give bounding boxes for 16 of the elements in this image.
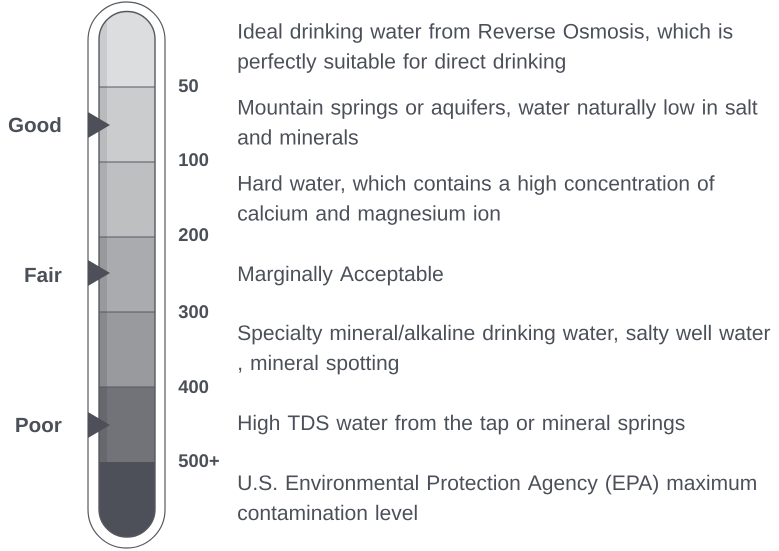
- level-label: Poor: [16, 418, 62, 432]
- description-text: Marginally Acceptable: [238, 266, 443, 286]
- description-text: U.S. Environmental Protection Agency (EPA) maximum contamination level: [238, 474, 756, 520]
- tick-label: 100: [179, 153, 208, 166]
- description-text: High TDS water from the tap or mineral springs: [238, 414, 684, 434]
- description-text: Ideal drinking water from Reverse Osmosis, which is perfectly suitable for direct drinking: [238, 23, 732, 73]
- tick-label: 200: [178, 228, 208, 242]
- description-text: Specialty mineral/alkaline drinking water, salty well water , mineral spotting: [238, 324, 770, 374]
- tick-label: 400: [178, 380, 208, 394]
- level-label: Fair: [25, 267, 62, 282]
- tick-label: 300: [178, 305, 208, 318]
- level-label: Good: [8, 117, 60, 132]
- description-text: Mountain springs or aquifers, water naturally low in salt and minerals: [238, 99, 758, 145]
- tick-label: 500+: [178, 454, 219, 468]
- description-text: Hard water, which contains a high concentration of calcium and magnesium ion: [238, 175, 715, 225]
- tick-label: 50: [178, 79, 198, 92]
